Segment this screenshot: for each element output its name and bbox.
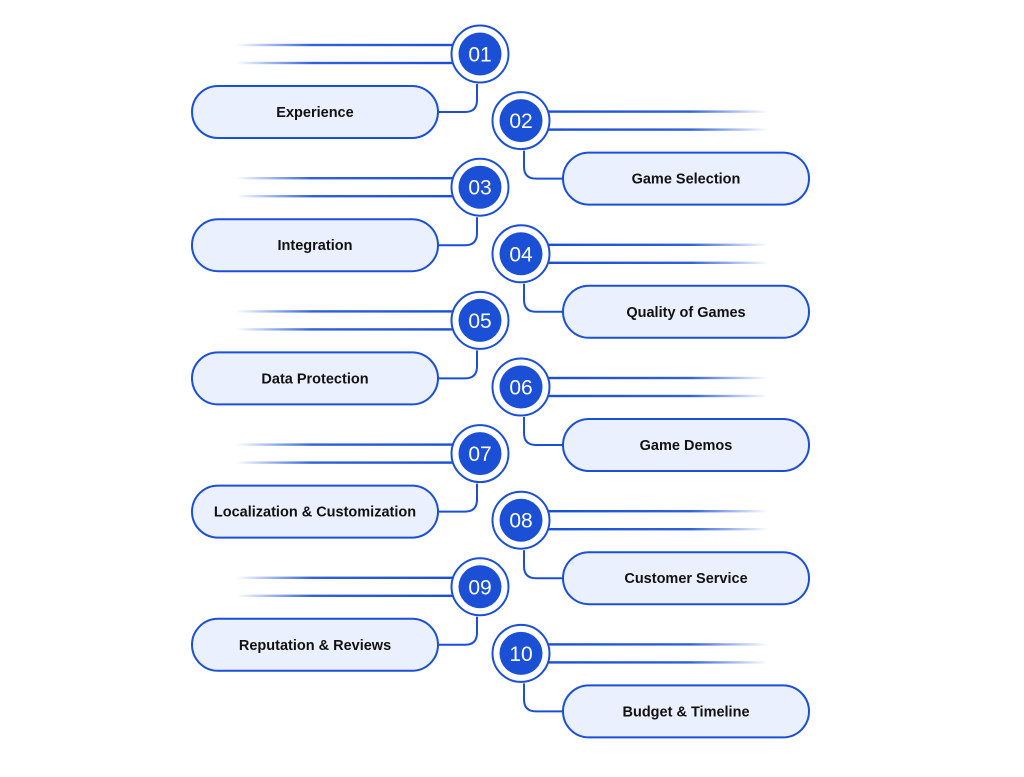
- connector-line: [546, 128, 768, 131]
- connector-line: [546, 510, 768, 513]
- connector-line: [546, 528, 768, 531]
- step-number: 09: [468, 576, 491, 599]
- label-pill: [562, 284, 810, 339]
- label-pill: [562, 684, 810, 739]
- elbow-connector: [438, 217, 478, 247]
- elbow-connector: [438, 350, 478, 380]
- connector-line: [236, 461, 454, 464]
- step-label: Data Protection: [261, 371, 368, 387]
- badge-circle: [499, 631, 543, 675]
- connector-line: [236, 310, 454, 313]
- badge-circle: [458, 32, 502, 76]
- step-number: 06: [509, 377, 532, 400]
- step-label: Experience: [276, 105, 353, 121]
- connector-line: [546, 661, 768, 664]
- badge-circle: [499, 498, 543, 542]
- elbow-connector: [438, 616, 478, 646]
- connector-line: [236, 576, 454, 579]
- label-pill: [562, 551, 810, 606]
- badge-circle: [458, 432, 502, 476]
- connector-line: [236, 61, 454, 65]
- connector-line: [546, 261, 768, 264]
- badge-circle: [499, 365, 543, 409]
- badge-circle: [458, 298, 502, 342]
- step-label: Budget & Timeline: [622, 704, 749, 720]
- elbow-connector: [438, 84, 478, 113]
- step-label: Game Selection: [632, 172, 741, 188]
- connector-line: [546, 643, 768, 646]
- connector-line: [236, 594, 454, 597]
- elbow-connector: [523, 283, 564, 313]
- elbow-connector: [523, 683, 564, 713]
- connector-line: [546, 376, 768, 380]
- step-number: 01: [468, 44, 491, 67]
- step-number: 07: [468, 443, 491, 466]
- badge-circle: [499, 232, 543, 276]
- label-pill: [191, 218, 439, 273]
- elbow-connector: [438, 483, 478, 513]
- connector-line: [236, 328, 454, 331]
- badge-circle: [499, 99, 543, 143]
- step-label: Integration: [278, 238, 353, 254]
- elbow-connector: [523, 417, 564, 446]
- step-label: Game Demos: [640, 438, 733, 454]
- connector-line: [236, 443, 454, 446]
- connector-line: [236, 177, 454, 180]
- step-number: 08: [509, 510, 532, 533]
- connector-line: [236, 43, 454, 47]
- connector-line: [236, 195, 454, 198]
- label-pill: [562, 418, 810, 472]
- label-pill: [191, 484, 439, 539]
- step-number: 02: [509, 110, 532, 133]
- connector-line: [546, 243, 768, 246]
- step-number: 10: [509, 643, 532, 666]
- badge-circle: [458, 165, 502, 209]
- connector-line: [546, 110, 768, 113]
- step-number: 04: [509, 243, 533, 266]
- label-pill: [191, 85, 439, 139]
- badge-circle: [458, 565, 502, 609]
- elbow-connector: [523, 150, 564, 180]
- connector-line: [546, 394, 768, 398]
- label-pill: [562, 151, 810, 206]
- label-pill: [191, 351, 439, 406]
- step-label: Localization & Customization: [214, 505, 416, 521]
- elbow-connector: [523, 550, 564, 580]
- step-label: Reputation & Reviews: [239, 638, 391, 654]
- step-label: Quality of Games: [626, 305, 745, 321]
- step-label: Customer Service: [624, 571, 747, 587]
- step-number: 05: [468, 310, 491, 333]
- step-number: 03: [468, 177, 491, 200]
- label-pill: [191, 617, 439, 672]
